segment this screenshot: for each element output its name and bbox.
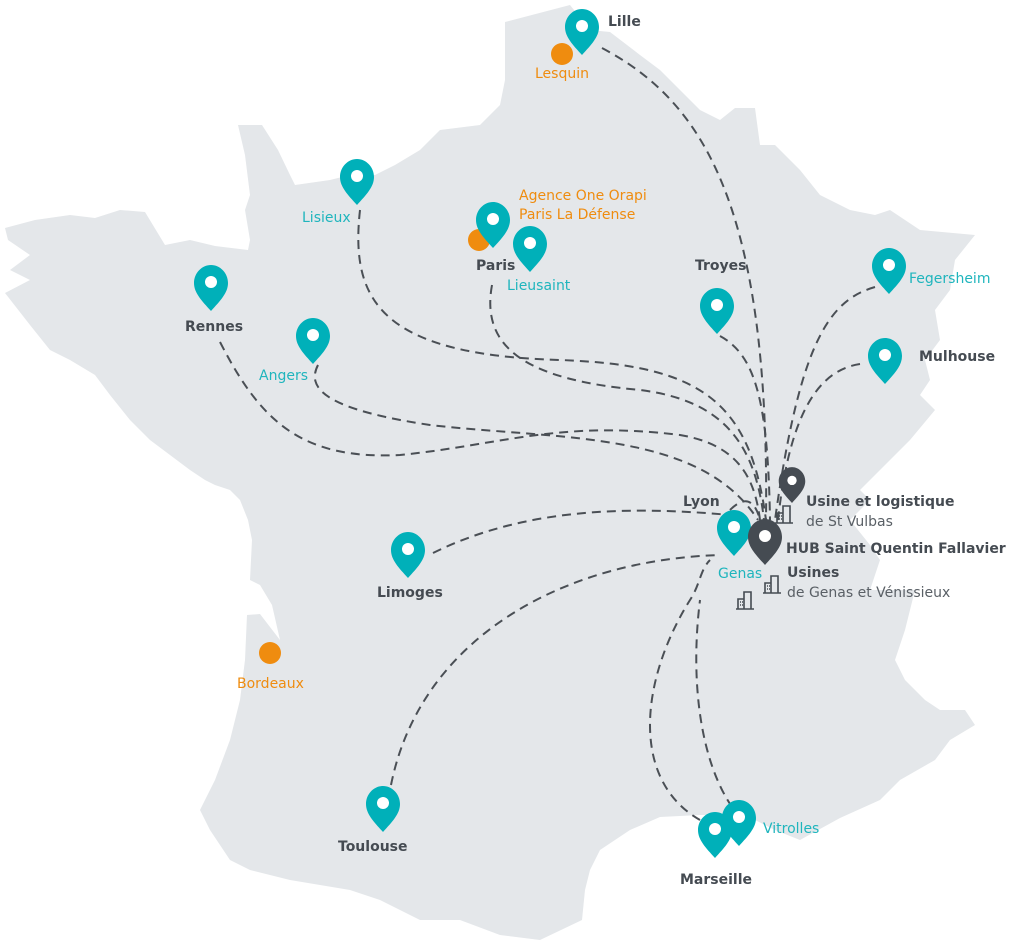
label-troyes: Troyes [695,258,747,274]
factory-icon [736,591,754,610]
label-mulhouse: Mulhouse [919,349,996,365]
label-st-vulbas-title: Usine et logistique [806,494,955,510]
label-lesquin: Lesquin [535,66,589,82]
label-factories-subtitle: de Genas et Vénissieux [787,585,951,601]
label-st-vulbas-subtitle: de St Vulbas [806,514,893,530]
pin-troyes[interactable] [700,288,734,334]
factory-icon [775,505,793,524]
agency-dot-lesquin[interactable] [551,43,573,65]
label-lisieux: Lisieux [302,210,351,226]
label-hub: HUB Saint Quentin Fallavier [786,541,1006,557]
route-paris [489,284,765,521]
route-angers [313,364,759,521]
label-lieusaint: Lieusaint [507,278,571,294]
pin-lille[interactable] [565,9,599,55]
pin-hub[interactable] [748,519,782,565]
label-fegersheim: Fegersheim [909,271,991,287]
route-lyon [729,500,761,521]
route-marseille [649,559,711,821]
label-lyon: Lyon [683,494,720,510]
pin-mulhouse[interactable] [868,338,902,384]
pin-limoges[interactable] [391,532,425,578]
pin-vitrolles[interactable] [722,800,756,846]
pin-marseille[interactable] [698,812,732,858]
routes [219,47,876,821]
route-vitrolles [695,599,733,808]
label-defense-line1: Agence One Orapi [519,188,647,204]
pin-lisieux[interactable] [340,159,374,205]
agency-dot-bordeaux[interactable] [259,642,281,664]
pin-fegersheim[interactable] [872,248,906,294]
label-vitrolles: Vitrolles [763,821,820,837]
label-toulouse: Toulouse [338,839,408,855]
route-lille [601,47,768,521]
label-genas: Genas [718,566,763,582]
label-factories-title: Usines [787,565,840,581]
france-land [5,5,975,940]
factory-icon [763,575,781,594]
pin-angers[interactable] [296,318,330,364]
label-rennes: Rennes [185,319,244,335]
label-bordeaux: Bordeaux [237,676,304,692]
route-troyes [719,335,771,521]
pin-lieusaint[interactable] [513,226,547,272]
label-marseille: Marseille [680,872,753,888]
pin-genas[interactable] [717,510,751,556]
label-angers: Angers [259,368,308,384]
route-fegersheim [774,286,876,521]
pin-toulouse[interactable] [366,786,400,832]
label-limoges: Limoges [377,585,443,601]
pin-rennes[interactable] [194,265,228,311]
label-paris: Paris [476,258,516,274]
pin-st-vulbas[interactable] [778,467,806,503]
route-limoges [432,509,731,554]
label-lille: Lille [608,14,641,30]
pin-paris[interactable] [476,202,510,248]
label-defense-line2: Paris La Défense [519,207,636,223]
route-rennes [219,341,761,521]
